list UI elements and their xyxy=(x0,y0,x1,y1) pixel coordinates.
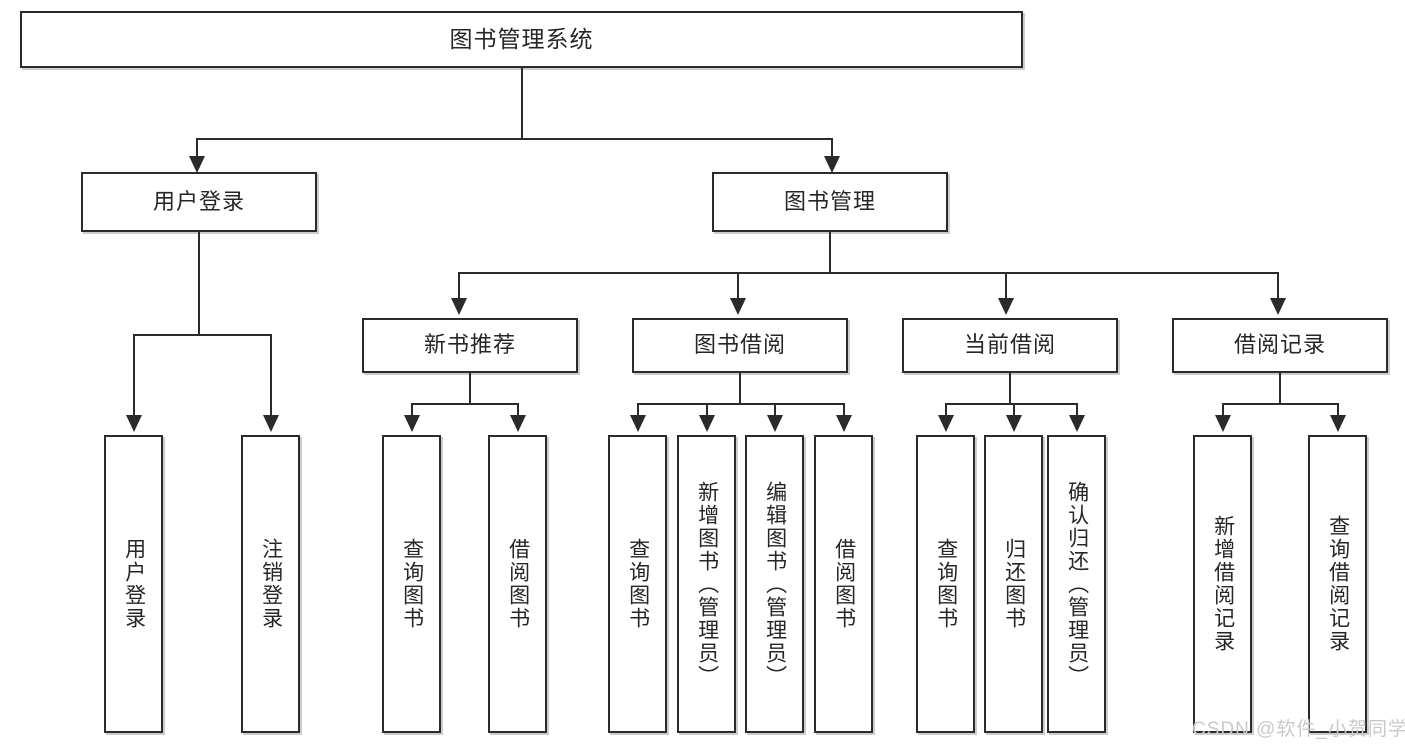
edge-book-borrow-to-leaf-2 xyxy=(706,403,708,420)
node-label: 归还图书 xyxy=(1002,538,1026,630)
edge-book-management-bus xyxy=(458,272,1279,274)
leaf-query-borrow-record[interactable]: 查询借阅记录 xyxy=(1308,435,1367,733)
edge-new-book-stem xyxy=(469,373,471,404)
edge-current-borrow-bus xyxy=(945,403,1078,405)
node-new-book-recommend[interactable]: 新书推荐 xyxy=(362,318,578,373)
node-label: 查询借阅记录 xyxy=(1326,515,1350,653)
arrowhead-new-book-to-leaf-1 xyxy=(404,415,420,432)
leaf-borrow-book[interactable]: 借阅图书 xyxy=(814,435,873,733)
edge-user-login-bus xyxy=(133,334,272,336)
node-label: 借阅记录 xyxy=(1233,332,1326,358)
arrowhead-root-to-user-login xyxy=(189,156,205,173)
edge-user-login-to-leaf-1 xyxy=(133,334,135,420)
edge-book-borrow-to-leaf-1 xyxy=(637,403,639,420)
node-label: 确认归还（管理员） xyxy=(1065,480,1089,688)
edge-current-borrow-stem xyxy=(1009,373,1011,404)
node-label: 新增借阅记录 xyxy=(1211,515,1235,653)
edge-current-borrow-to-leaf-2 xyxy=(1013,403,1015,420)
edge-book-borrow-to-leaf-4 xyxy=(843,403,845,420)
leaf-return-book[interactable]: 归还图书 xyxy=(984,435,1043,733)
leaf-borrow-book-recommend[interactable]: 借阅图书 xyxy=(488,435,547,733)
arrowhead-book-borrow-to-leaf-3 xyxy=(767,415,783,432)
node-label: 编辑图书（管理员） xyxy=(763,480,787,688)
node-label: 用户登录 xyxy=(152,188,245,214)
edge-book-management-stem xyxy=(829,232,831,274)
node-label: 新增图书（管理员） xyxy=(695,480,719,688)
edge-borrow-record-to-leaf-1 xyxy=(1222,403,1224,420)
leaf-confirm-return-admin[interactable]: 确认归还（管理员） xyxy=(1047,435,1106,733)
arrowhead-user-login-to-leaf-2 xyxy=(263,415,279,432)
arrowhead-book-management-to-new-book xyxy=(451,298,467,315)
node-label: 查询图书 xyxy=(400,538,424,630)
node-user-login[interactable]: 用户登录 xyxy=(81,172,317,232)
node-label: 图书管理系统 xyxy=(449,25,594,52)
edge-current-borrow-to-leaf-3 xyxy=(1076,403,1078,420)
leaf-add-borrow-record[interactable]: 新增借阅记录 xyxy=(1193,435,1252,733)
leaf-user-login[interactable]: 用户登录 xyxy=(104,435,163,733)
edge-book-management-to-book-borrow xyxy=(737,272,739,303)
leaf-query-book-recommend[interactable]: 查询图书 xyxy=(382,435,441,733)
edge-user-login-stem xyxy=(198,232,200,335)
leaf-edit-book-admin[interactable]: 编辑图书（管理员） xyxy=(745,435,804,733)
arrowhead-borrow-record-to-leaf-2 xyxy=(1330,415,1346,432)
node-current-borrow[interactable]: 当前借阅 xyxy=(902,318,1118,373)
edge-root-to-book-management xyxy=(831,138,833,161)
node-label: 图书管理 xyxy=(783,188,876,214)
node-book-management[interactable]: 图书管理 xyxy=(712,172,948,232)
arrowhead-root-to-book-management xyxy=(824,156,840,173)
leaf-query-book-current[interactable]: 查询图书 xyxy=(916,435,975,733)
arrowhead-book-management-to-current-borrow xyxy=(998,298,1014,315)
arrowhead-new-book-to-leaf-2 xyxy=(510,415,526,432)
edge-root-bus xyxy=(196,138,833,140)
arrowhead-borrow-record-to-leaf-1 xyxy=(1215,415,1231,432)
node-label: 注销登录 xyxy=(259,538,283,630)
edge-book-management-to-borrow-record xyxy=(1277,272,1279,303)
leaf-logout[interactable]: 注销登录 xyxy=(241,435,300,733)
leaf-add-book-admin[interactable]: 新增图书（管理员） xyxy=(677,435,736,733)
edge-new-book-bus xyxy=(411,403,519,405)
arrowhead-current-borrow-to-leaf-2 xyxy=(1006,415,1022,432)
node-label: 查询图书 xyxy=(934,538,958,630)
edge-book-borrow-to-leaf-3 xyxy=(774,403,776,420)
arrowhead-book-borrow-to-leaf-1 xyxy=(630,415,646,432)
edge-book-borrow-bus xyxy=(637,403,845,405)
watermark: CSDN @软件_小贺同学 xyxy=(1192,719,1405,740)
node-root-book-management-system[interactable]: 图书管理系统 xyxy=(20,11,1023,68)
edge-borrow-record-stem xyxy=(1279,373,1281,404)
edge-user-login-to-leaf-2 xyxy=(270,334,272,420)
node-borrow-record[interactable]: 借阅记录 xyxy=(1172,318,1388,373)
edge-root-to-user-login xyxy=(196,138,198,161)
edge-borrow-record-to-leaf-2 xyxy=(1337,403,1339,420)
node-label: 新书推荐 xyxy=(423,332,516,358)
node-label: 图书借阅 xyxy=(693,332,786,358)
node-label: 借阅图书 xyxy=(506,538,530,630)
edge-current-borrow-to-leaf-1 xyxy=(945,403,947,420)
node-book-borrow[interactable]: 图书借阅 xyxy=(632,318,848,373)
arrowhead-book-borrow-to-leaf-4 xyxy=(836,415,852,432)
edge-borrow-record-bus xyxy=(1222,403,1339,405)
arrowhead-current-borrow-to-leaf-3 xyxy=(1069,415,1085,432)
arrowhead-book-borrow-to-leaf-2 xyxy=(699,415,715,432)
node-label: 用户登录 xyxy=(122,538,146,630)
arrowhead-book-management-to-book-borrow xyxy=(730,298,746,315)
arrowhead-book-management-to-borrow-record xyxy=(1270,298,1286,315)
node-label: 借阅图书 xyxy=(832,538,856,630)
edge-book-borrow-stem xyxy=(739,373,741,404)
node-label: 当前借阅 xyxy=(963,332,1056,358)
arrowhead-user-login-to-leaf-1 xyxy=(126,415,142,432)
edge-root-stem xyxy=(521,68,523,139)
edge-book-management-to-new-book xyxy=(458,272,460,303)
edge-new-book-to-leaf-2 xyxy=(517,403,519,420)
arrowhead-current-borrow-to-leaf-1 xyxy=(938,415,954,432)
leaf-query-book-borrow[interactable]: 查询图书 xyxy=(608,435,667,733)
edge-book-management-to-current-borrow xyxy=(1005,272,1007,303)
node-label: 查询图书 xyxy=(626,538,650,630)
edge-new-book-to-leaf-1 xyxy=(411,403,413,420)
